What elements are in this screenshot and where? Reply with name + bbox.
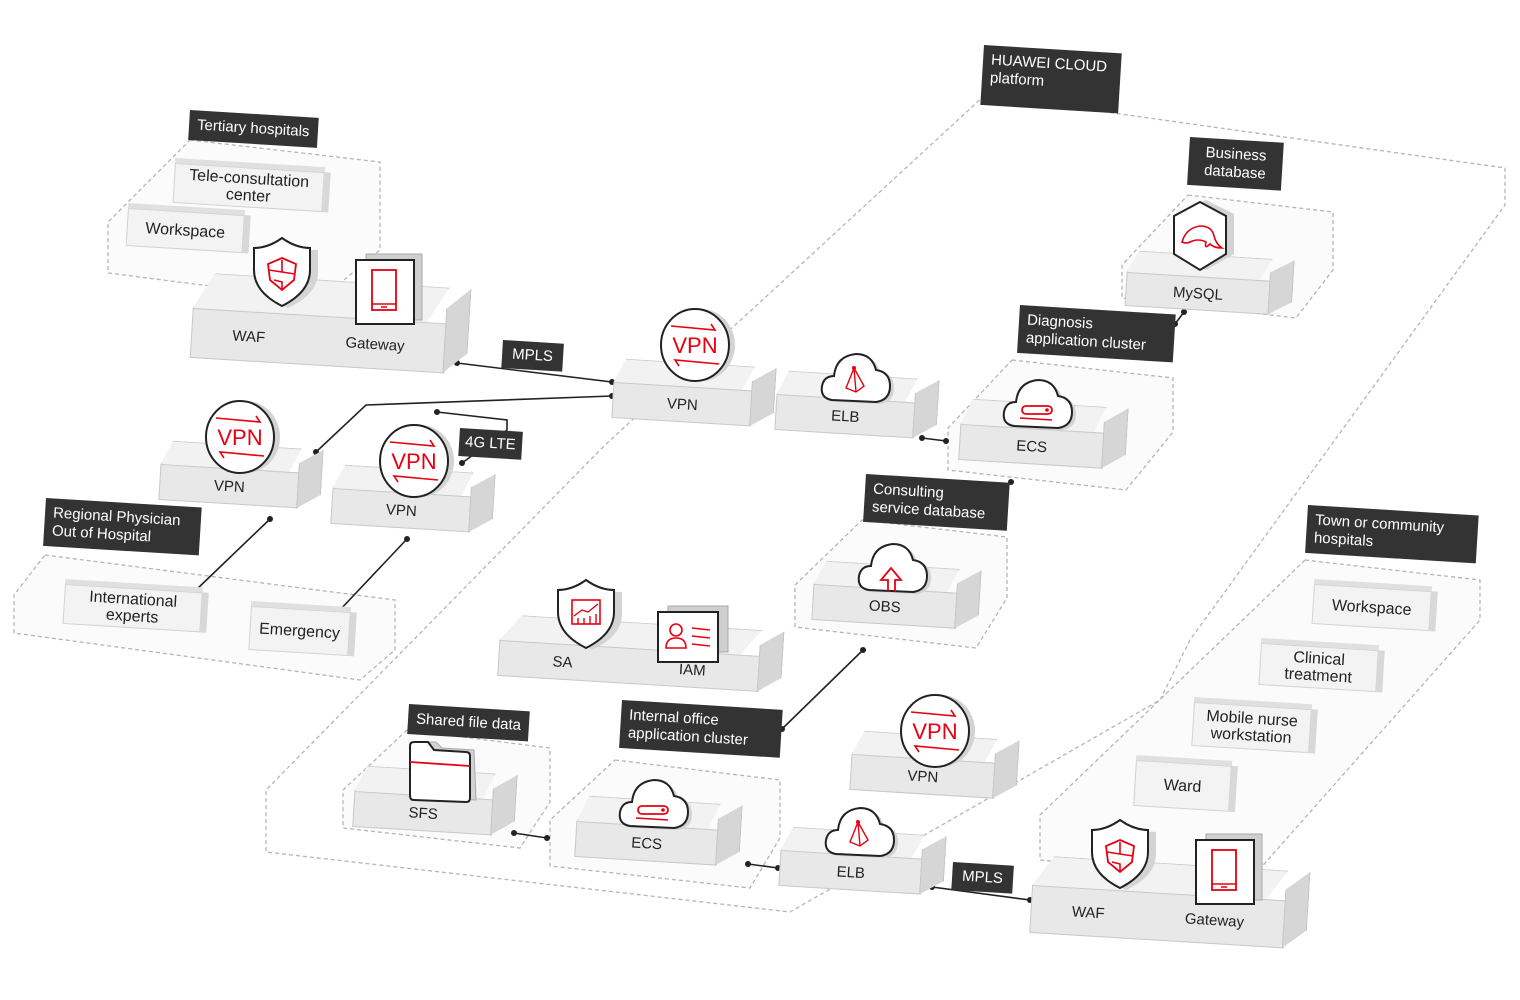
iam-id-card-icon: [657, 605, 729, 663]
vpn-center-icon: VPN: [660, 308, 735, 382]
vpn-icon-text: VPN: [672, 333, 717, 358]
tertiary-waf-label: WAF: [231, 326, 266, 346]
lte-label: 4G LTE: [458, 428, 523, 460]
mpls-bottom-label: MPLS: [951, 862, 1014, 894]
sa-label: SA: [552, 652, 574, 671]
huawei-cloud-label: HUAWEI CLOUD platform: [980, 45, 1122, 114]
business-database-label: Business database: [1187, 137, 1284, 191]
vpn-icon-text: VPN: [912, 719, 957, 744]
elb-top-label: ELB: [830, 406, 860, 426]
mysql-dolphin-icon: [1173, 200, 1234, 272]
mpls-bottom-link: [931, 886, 1031, 901]
obs-label: OBS: [868, 596, 902, 616]
ward-card: Ward: [1133, 760, 1232, 812]
ecs-diagnosis-cloud-icon: [1002, 378, 1076, 430]
town-gateway-tablet-icon: [1195, 833, 1263, 905]
clinical-treatment-card: Clinical treatment: [1258, 643, 1379, 693]
vpn-mid-label: VPN: [385, 500, 418, 520]
sfs-folder-icon: [409, 741, 477, 804]
elb-to-ecs-link: [921, 437, 947, 442]
elb-bottom-cloud-icon: [824, 806, 898, 858]
vpn-icon-text: VPN: [391, 449, 436, 474]
ecs-diagnosis-label: ECS: [1015, 436, 1048, 456]
vpn-mid-to-emergency: [337, 538, 408, 613]
elb-top-cloud-icon: [820, 352, 894, 404]
diagnosis-cluster-label: Diagnosis application cluster: [1017, 305, 1176, 363]
vpn-center-label: VPN: [666, 394, 699, 414]
vpn-left-label: VPN: [213, 476, 246, 496]
vpn-left-to-experts: [195, 518, 271, 591]
obs-upload-cloud-icon: [857, 542, 931, 594]
ecs-internal-cloud-icon: [618, 778, 692, 830]
vpn-icon-text: VPN: [217, 425, 262, 450]
vpn-mid-icon: VPN: [379, 424, 454, 498]
ecs-to-elb-link: [747, 863, 779, 869]
mobile-nurse-card: Mobile nurse workstation: [1191, 702, 1312, 754]
tertiary-gateway-label: Gateway: [345, 333, 406, 355]
tertiary-workspace-card: Workspace: [125, 208, 245, 254]
waf-shield-icon: [253, 236, 318, 308]
vpn-bottom-icon: VPN: [900, 694, 975, 768]
obs-to-internal-link: [781, 649, 864, 730]
vpn-left-icon: VPN: [205, 400, 280, 474]
mysql-label: MySQL: [1172, 283, 1224, 304]
huawei-cloud-region-outline: [265, 94, 1506, 913]
town-waf-shield-icon: [1091, 818, 1156, 890]
consulting-database-label: Consulting service database: [863, 474, 1010, 531]
vpn-left-link: [315, 395, 613, 453]
emergency-card: Emergency: [248, 606, 351, 657]
international-experts-card: International experts: [62, 584, 203, 633]
mpls-top-link: [456, 362, 613, 383]
gateway-tablet-icon: [355, 253, 423, 325]
town-workspace-card: Workspace: [1311, 584, 1432, 632]
mpls-top-label: MPLS: [501, 340, 564, 372]
town-gateway-label: Gateway: [1184, 909, 1245, 931]
ecs-internal-label: ECS: [630, 833, 663, 853]
town-waf-label: WAF: [1071, 902, 1106, 922]
internal-office-label: Internal office application cluster: [619, 700, 783, 758]
regional-physician-label: Regional Physician Out of Hospital: [43, 498, 202, 556]
sa-shield-icon: [557, 578, 622, 650]
elb-bottom-label: ELB: [836, 862, 866, 882]
sfs-to-ecs-link: [513, 832, 548, 839]
sfs-label: SFS: [408, 803, 439, 823]
